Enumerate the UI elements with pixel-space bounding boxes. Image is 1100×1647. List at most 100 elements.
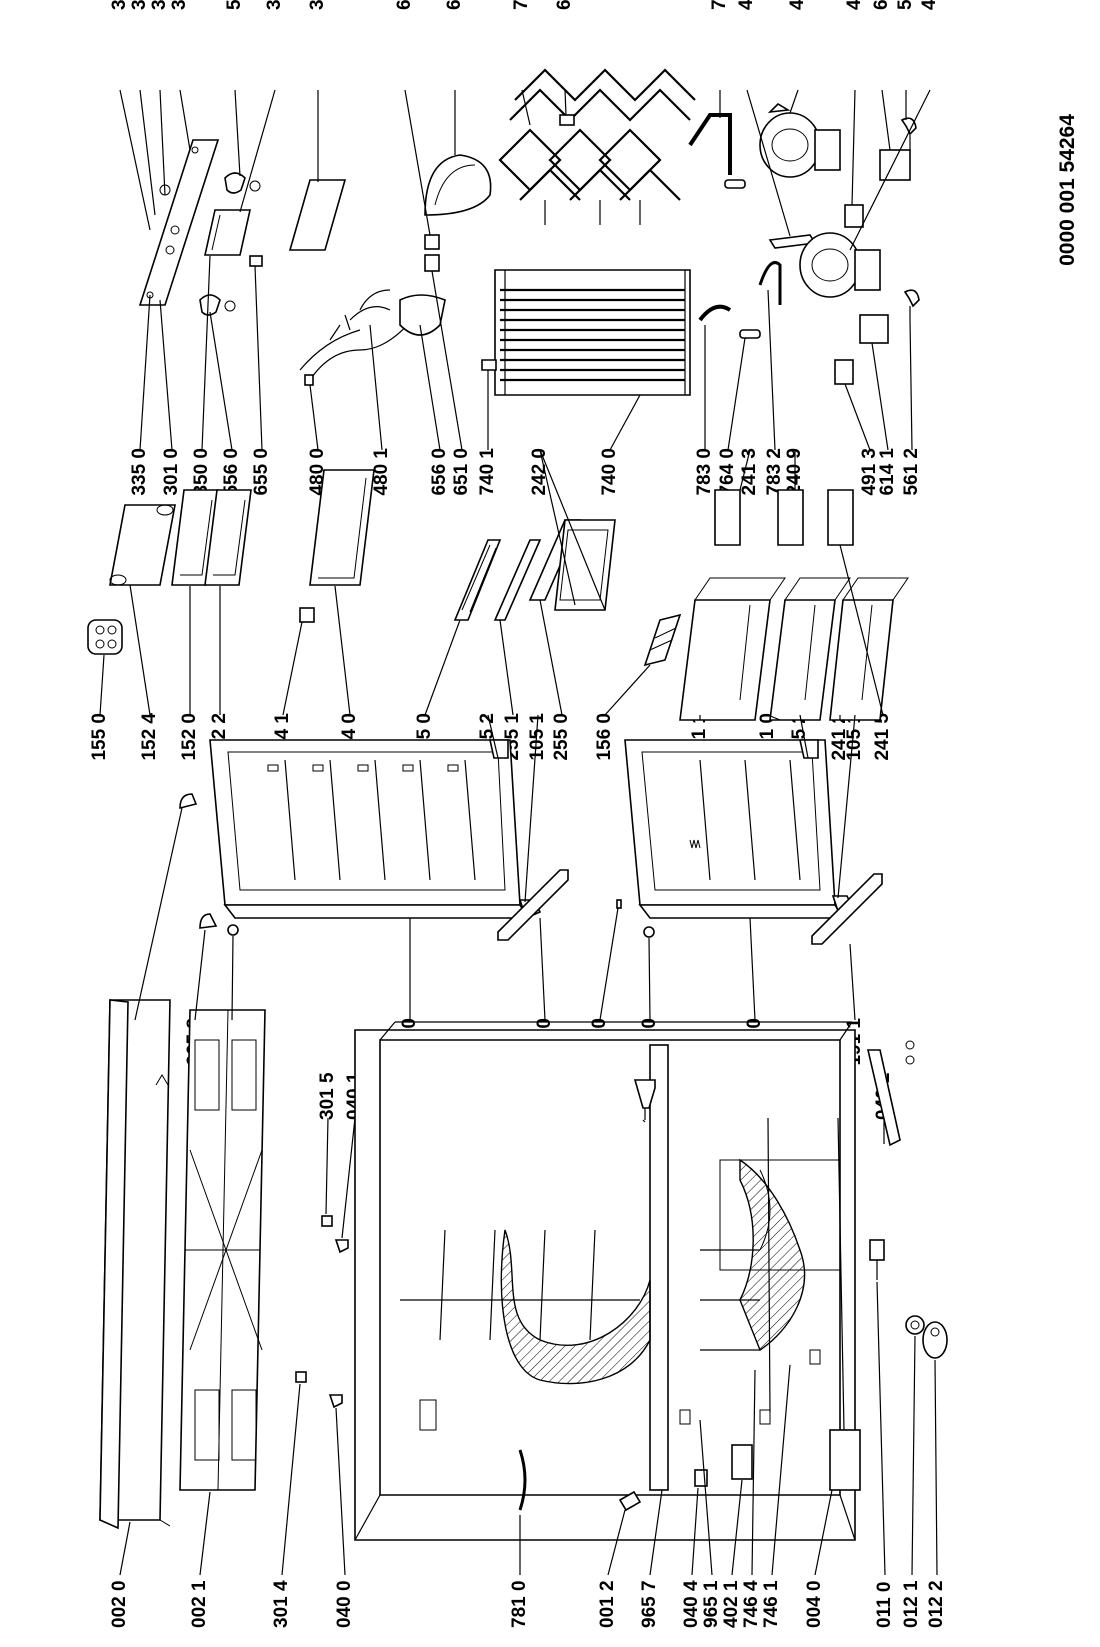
part-label-c4-14: 241 3 bbox=[739, 448, 760, 496]
part-label-c3-17: 241 5 bbox=[872, 713, 893, 761]
part-label-c1-9: 402 1 bbox=[721, 1580, 742, 1628]
part-label-c3-9: 105 1 bbox=[527, 713, 548, 761]
part-hinges bbox=[633, 1040, 915, 1147]
part-door-balconies bbox=[171, 489, 252, 586]
part-cover-panel bbox=[288, 179, 347, 251]
part-label-c4-19: 561 2 bbox=[901, 448, 922, 496]
part-label-c5-11: 783 1 bbox=[709, 0, 730, 10]
part-label-c5-12: 420 0 bbox=[736, 0, 757, 10]
part-label-c2-3: 301 5 bbox=[317, 1072, 338, 1120]
part-lamp-housing bbox=[399, 154, 492, 336]
part-label-c1-14: 012 1 bbox=[901, 1580, 922, 1628]
part-upper-door bbox=[179, 739, 542, 936]
part-relays-and-clips bbox=[834, 117, 920, 385]
part-top-cover bbox=[99, 999, 171, 1530]
part-label-c5-3: 335 0 bbox=[169, 0, 190, 10]
part-bottle-balcony bbox=[299, 469, 375, 623]
part-control-panel bbox=[138, 139, 220, 306]
part-label-c1-2: 301 4 bbox=[271, 1580, 292, 1628]
part-vent-grid bbox=[643, 613, 682, 667]
part-label-c4-4: 655 0 bbox=[251, 448, 272, 496]
part-label-c5-17: 403 0 bbox=[919, 0, 940, 10]
part-crisper bbox=[554, 519, 616, 611]
part-label-c4-12: 783 0 bbox=[694, 448, 715, 496]
part-upper-gasket bbox=[497, 869, 569, 941]
part-label-c4-0: 335 0 bbox=[129, 448, 150, 496]
part-label-c1-13: 011 0 bbox=[874, 1582, 895, 1629]
part-label-c1-0: 002 0 bbox=[109, 1580, 130, 1628]
part-label-c3-11: 156 0 bbox=[594, 713, 615, 761]
part-label-c1-11: 746 1 bbox=[761, 1580, 782, 1628]
part-label-c4-18: 614 1 bbox=[877, 448, 898, 496]
part-label-c5-2: 351 0 bbox=[149, 0, 170, 10]
document-number: 0000 001 54264 bbox=[1056, 114, 1079, 266]
part-freezer-drawers bbox=[679, 577, 909, 721]
leader-lines bbox=[99, 89, 938, 1576]
part-label-c1-7: 040 4 bbox=[681, 1580, 702, 1628]
part-lower-gasket bbox=[811, 873, 883, 945]
part-label-c1-5: 001 2 bbox=[597, 1580, 618, 1628]
part-label-c4-9: 740 1 bbox=[477, 448, 498, 496]
part-egg-tray bbox=[87, 619, 123, 655]
part-clip-740-1 bbox=[481, 359, 497, 371]
part-label-c5-16: 561 2 bbox=[895, 0, 916, 10]
part-feet-and-screws bbox=[618, 1239, 948, 1512]
part-label-c5-14: 491 3 bbox=[844, 0, 865, 10]
part-label-c4-6: 480 1 bbox=[371, 448, 392, 496]
part-label-c4-17: 491 3 bbox=[859, 448, 880, 496]
part-drain-tube bbox=[518, 1449, 527, 1511]
part-label-c5-15: 614 0 bbox=[871, 0, 892, 10]
part-label-c1-6: 965 7 bbox=[639, 1580, 660, 1628]
part-label-c1-8: 965 1 bbox=[701, 1580, 722, 1628]
part-label-c1-12: 004 0 bbox=[804, 1580, 825, 1628]
part-cabinet bbox=[354, 1021, 856, 1541]
part-label-c4-15: 783 2 bbox=[764, 448, 785, 496]
part-drawer-fronts bbox=[714, 489, 854, 546]
part-lower-door bbox=[616, 739, 855, 938]
part-label-c3-1: 152 4 bbox=[139, 713, 160, 761]
part-label-c1-1: 002 1 bbox=[189, 1580, 210, 1628]
part-label-c4-7: 656 0 bbox=[429, 448, 450, 496]
part-label-c1-15: 012 2 bbox=[926, 1580, 947, 1628]
part-label-c5-5: 321 3 bbox=[264, 0, 285, 10]
part-label-c5-4: 554 0 bbox=[224, 0, 245, 10]
part-label-c4-10: 242 0 bbox=[529, 448, 550, 496]
part-filter-dryer bbox=[724, 179, 817, 339]
part-dairy-bin bbox=[109, 504, 176, 586]
part-label-c5-10: 691 3 bbox=[554, 0, 575, 10]
part-condenser bbox=[494, 269, 691, 396]
part-label-c3-16: 105 1 bbox=[844, 713, 865, 761]
part-label-c1-4: 781 0 bbox=[509, 1580, 530, 1628]
part-evaporator bbox=[498, 68, 696, 225]
part-label-c4-8: 651 0 bbox=[451, 448, 472, 496]
label-group-column-5: 351 1351 2351 0335 0 554 0 321 3 301 1 652 0… bbox=[109, 0, 940, 10]
part-label-c4-11: 740 0 bbox=[599, 448, 620, 496]
part-thermostat-box bbox=[204, 209, 251, 256]
part-label-c5-1: 351 2 bbox=[129, 0, 150, 10]
part-label-c4-1: 301 0 bbox=[161, 448, 182, 496]
part-label-c3-0: 155 0 bbox=[89, 713, 110, 761]
part-label-c5-6: 301 1 bbox=[307, 0, 328, 10]
part-wiring-harness bbox=[299, 289, 421, 386]
part-lamp-sockets bbox=[199, 172, 263, 316]
part-label-c5-8: 652 2 bbox=[444, 0, 465, 10]
part-label-c5-7: 652 0 bbox=[394, 0, 415, 10]
part-label-c1-10: 746 4 bbox=[741, 1580, 762, 1628]
part-label-c3-2: 152 0 bbox=[179, 713, 200, 761]
label-group-column-1: 002 0 002 1 301 4 040 0 781 0 001 2 965 7 040 4… bbox=[109, 1580, 947, 1628]
part-label-c4-13: 764 0 bbox=[717, 448, 738, 496]
part-top-frame bbox=[179, 1009, 266, 1491]
part-label-c5-13: 402 0 bbox=[787, 0, 808, 10]
part-label-c3-15: 241 2 bbox=[829, 713, 850, 761]
part-label-c5-9: 746 0 bbox=[511, 0, 532, 10]
part-label-c4-3: 556 0 bbox=[221, 448, 242, 496]
part-label-c3-10: 255 0 bbox=[551, 713, 572, 761]
part-compressor-upper bbox=[759, 102, 841, 178]
part-label-c4-2: 350 0 bbox=[191, 448, 212, 496]
part-small-brackets bbox=[295, 1215, 349, 1409]
part-label-c5-0: 351 1 bbox=[109, 0, 130, 10]
part-label-c1-3: 040 0 bbox=[334, 1580, 355, 1628]
part-compressor-lower bbox=[799, 232, 881, 298]
